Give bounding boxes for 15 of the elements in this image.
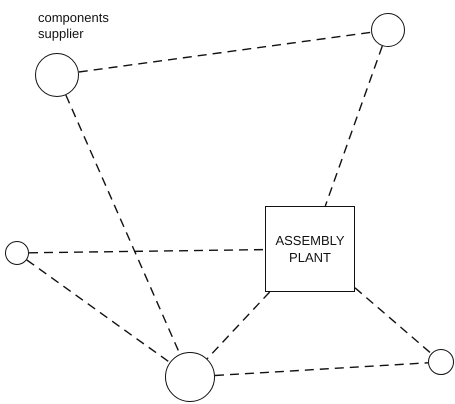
box-label: ASSEMBLY PLANT bbox=[274, 232, 346, 266]
dashed-line bbox=[26, 259, 170, 363]
circle bbox=[371, 13, 405, 47]
dashed-line bbox=[324, 46, 383, 206]
node-caption: components supplier bbox=[38, 10, 110, 42]
dashed-line bbox=[206, 292, 270, 360]
dashed-line bbox=[354, 287, 432, 354]
circle bbox=[165, 352, 215, 402]
dashed-line bbox=[29, 248, 265, 254]
circle bbox=[428, 349, 454, 375]
circle bbox=[35, 53, 79, 97]
dashed-line bbox=[78, 32, 372, 73]
circle bbox=[5, 241, 29, 265]
dashed-line bbox=[214, 362, 428, 376]
process-box bbox=[265, 206, 355, 292]
